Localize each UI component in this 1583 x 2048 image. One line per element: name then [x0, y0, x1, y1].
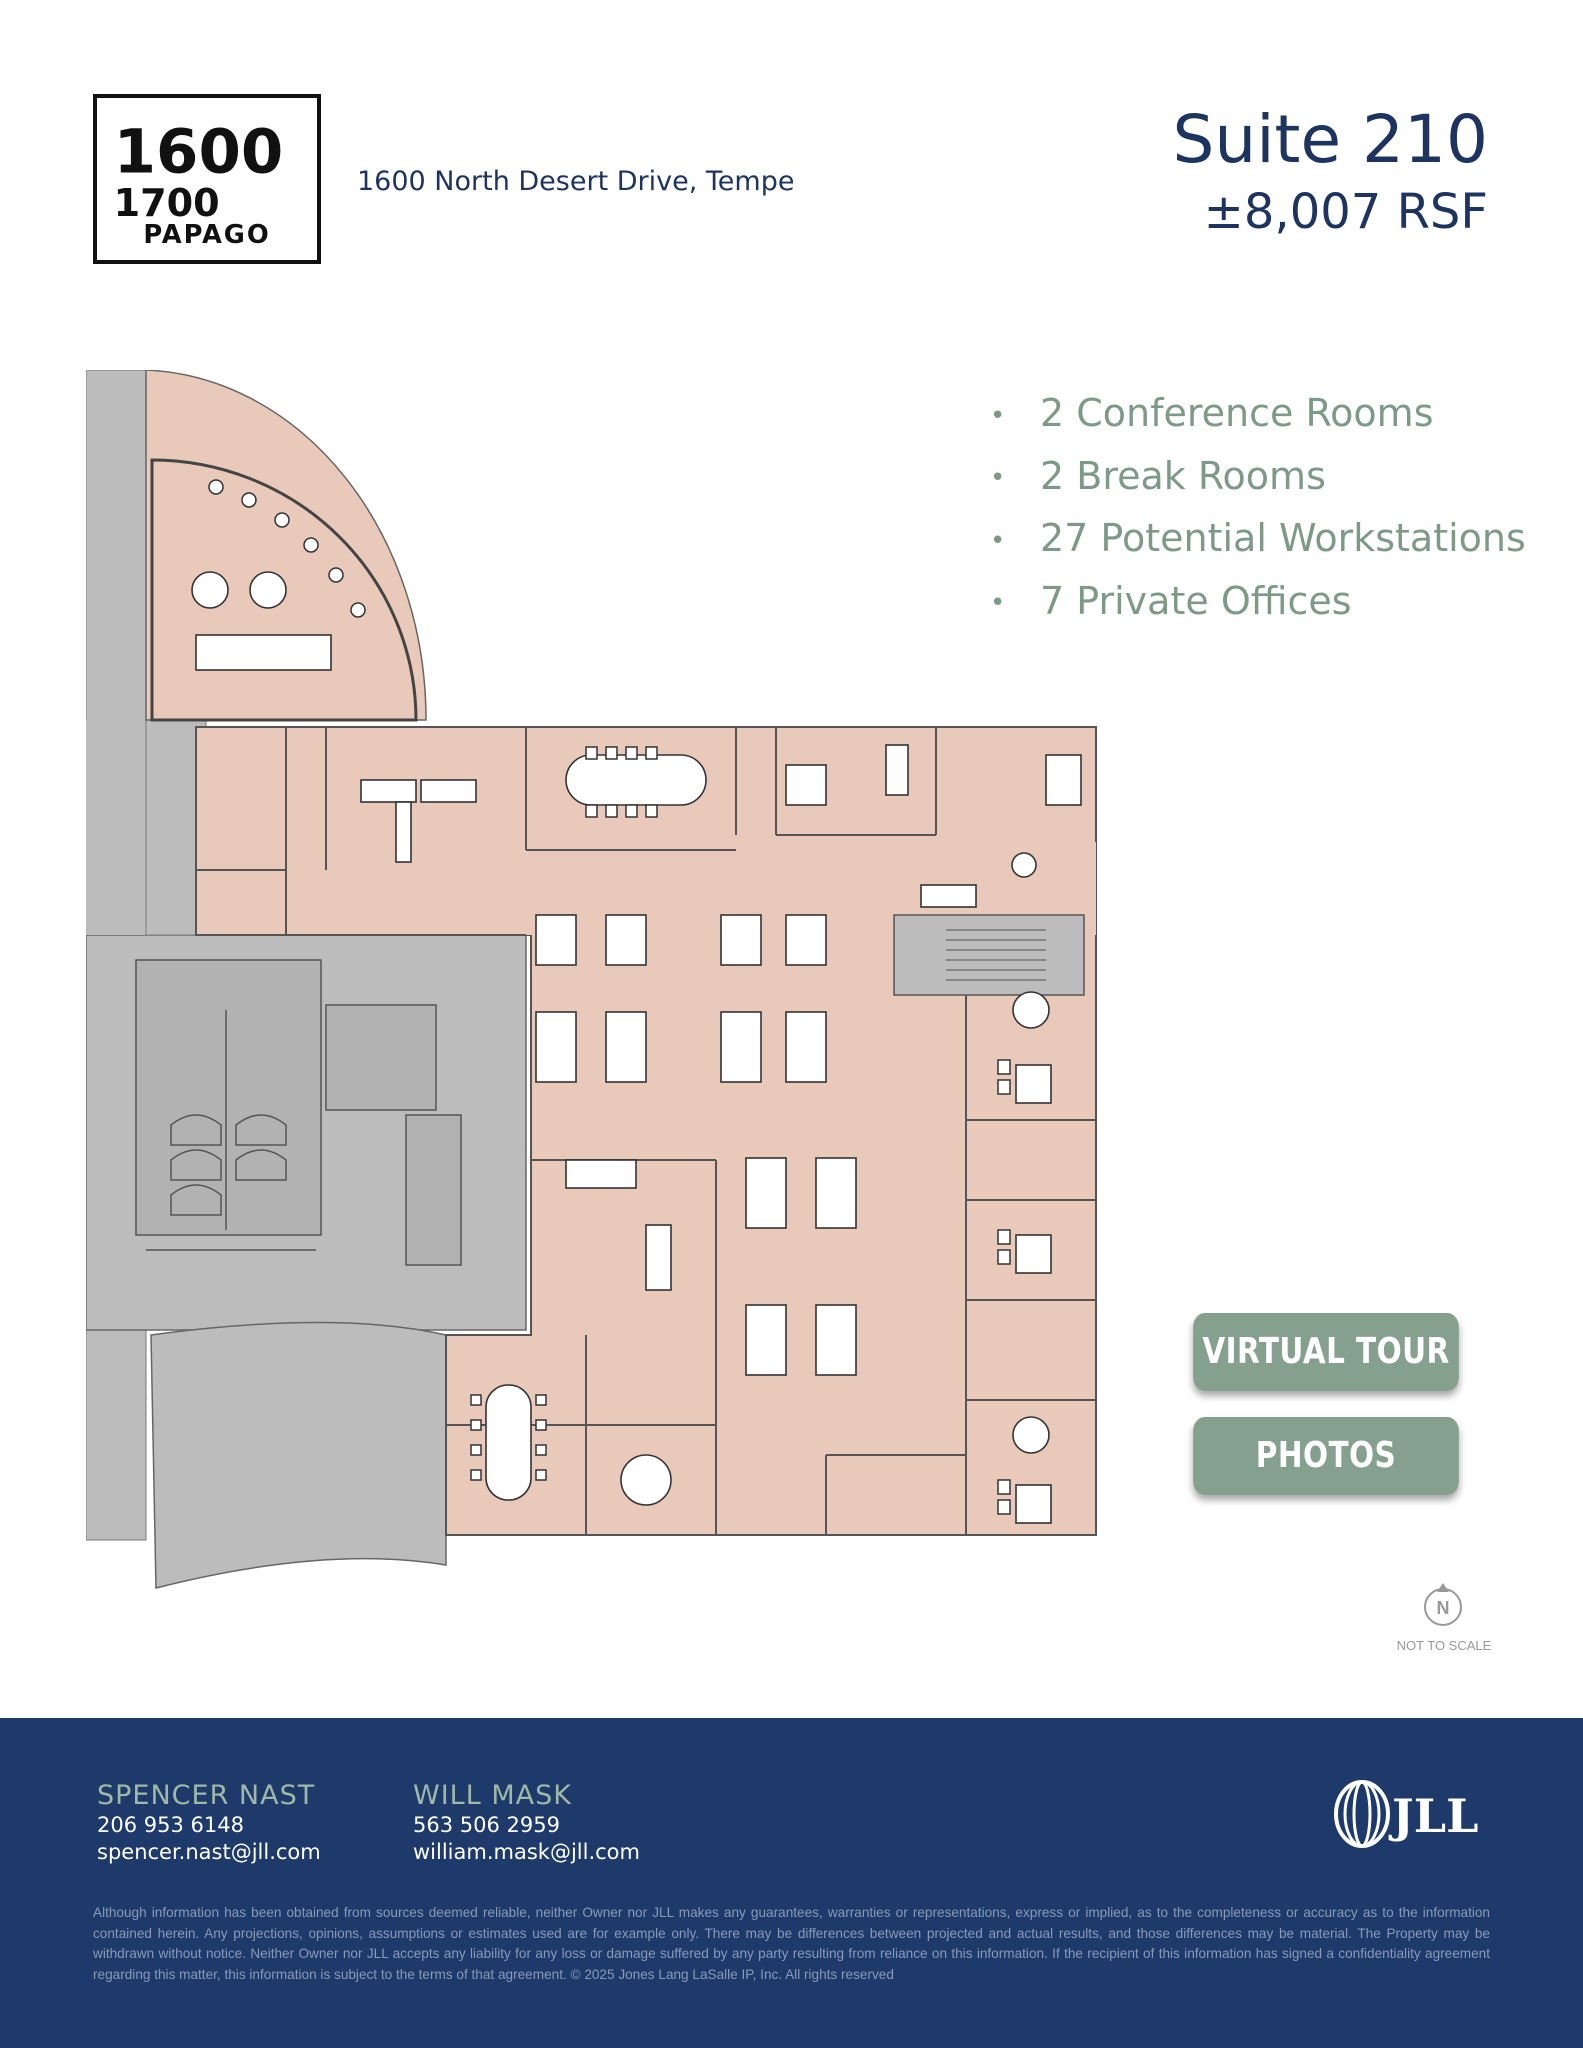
- footer-band: [0, 1718, 1583, 2048]
- building-logo: 1600 1700 PAPAGO: [93, 94, 321, 264]
- floor-plan: [86, 370, 1097, 1589]
- suite-title: Suite 210: [1172, 101, 1489, 178]
- logo-word: PAPAGO: [143, 220, 270, 250]
- feature-list: • 2 Conference Rooms • 2 Break Rooms • 27 P…: [990, 383, 1526, 633]
- interior-walls: [196, 727, 1096, 1535]
- feature-item: • 7 Private Offices: [990, 571, 1526, 634]
- contact-name: SPENCER NAST: [97, 1780, 316, 1811]
- feature-item: • 27 Potential Workstations: [990, 508, 1526, 571]
- suite-area: [145, 370, 1097, 1536]
- scale-note: NOT TO SCALE: [1396, 1638, 1492, 1653]
- bullet-icon: •: [990, 400, 1006, 431]
- jll-rings-icon: [1334, 1780, 1390, 1848]
- logo-line-1600: 1600: [114, 116, 284, 187]
- stair-core: [893, 914, 1085, 996]
- legal-disclaimer: Although information has been obtained f…: [93, 1905, 1490, 1982]
- contact-name: WILL MASK: [413, 1780, 572, 1811]
- contact-email[interactable]: spencer.nast@jll.com: [97, 1840, 321, 1864]
- suite-rsf: ±8,007 RSF: [1203, 184, 1488, 240]
- feature-label: 2 Conference Rooms: [1040, 391, 1434, 435]
- suite-header: Suite 210 ±8,007 RSF: [1173, 100, 1489, 244]
- core-area: [86, 370, 527, 1589]
- jll-wordmark: JLL: [1388, 1789, 1478, 1843]
- contact-email[interactable]: william.mask@jll.com: [413, 1840, 640, 1864]
- north-arrow-icon: N: [1424, 1583, 1462, 1626]
- logo-mark: 1600 1700 PAPAGO: [114, 116, 284, 250]
- bullet-icon: •: [990, 525, 1006, 556]
- photos-button[interactable]: PHOTOS: [1193, 1417, 1459, 1495]
- jll-logo: JLL: [1334, 1780, 1478, 1848]
- contact-phone[interactable]: 206 953 6148: [97, 1813, 244, 1837]
- chairs: [208, 479, 1011, 1515]
- feature-label: 27 Potential Workstations: [1040, 516, 1526, 560]
- contact-phone[interactable]: 563 506 2959: [413, 1813, 560, 1837]
- logo-line-1700: 1700: [114, 181, 220, 225]
- furniture: [191, 571, 1082, 1524]
- feature-label: 7 Private Offices: [1040, 578, 1352, 623]
- property-address: 1600 North Desert Drive, Tempe: [357, 166, 795, 197]
- contact-card: WILL MASK 563 506 2959 william.mask@jll.…: [413, 1780, 640, 1866]
- virtual-tour-button[interactable]: VIRTUAL TOUR: [1193, 1313, 1459, 1391]
- bullet-icon: •: [990, 463, 1006, 493]
- bullet-icon: •: [990, 588, 1006, 618]
- feature-item: • 2 Break Rooms: [990, 446, 1526, 509]
- feature-label: 2 Break Rooms: [1040, 453, 1326, 498]
- contact-card: SPENCER NAST 206 953 6148 spencer.nast@j…: [97, 1780, 321, 1866]
- feature-item: • 2 Conference Rooms: [990, 383, 1526, 446]
- north-letter: N: [1437, 1598, 1450, 1618]
